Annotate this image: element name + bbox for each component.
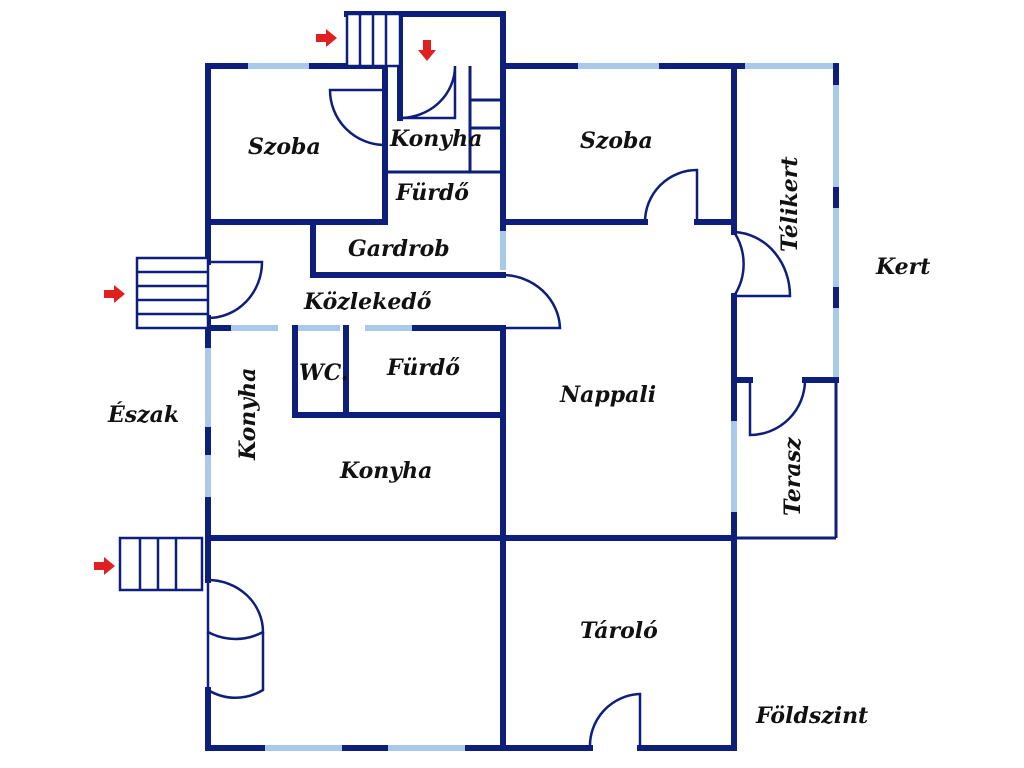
door-swing-icon	[206, 65, 807, 749]
room-label-kozlekedo: Közlekedő	[303, 289, 432, 315]
room-label-telikert: Télikert	[777, 156, 803, 252]
room-label-konyha-top: Konyha	[389, 126, 482, 152]
room-label-furdo-top: Fürdő	[395, 180, 469, 206]
garden-label: Kert	[875, 254, 930, 280]
room-label-konyha-main: Konyha	[339, 458, 432, 484]
room-label-terasz: Terasz	[780, 437, 806, 516]
walls	[205, 11, 839, 751]
room-label-wc: WC.	[299, 360, 349, 386]
room-label-szoba-left: Szoba	[248, 134, 321, 160]
room-label-szoba-right: Szoba	[580, 128, 653, 154]
windows	[205, 63, 839, 751]
room-label-konyha-side: Konyha	[235, 368, 261, 461]
stairs-icon	[118, 12, 402, 592]
room-label-furdo-mid: Fürdő	[386, 355, 460, 381]
compass-label: Észak	[107, 401, 179, 428]
entrance-arrow-icon	[94, 29, 436, 575]
floor-label: Földszint	[755, 703, 868, 729]
room-label-gardrob: Gardrob	[348, 236, 450, 262]
room-label-tarolo: Tároló	[580, 618, 658, 644]
room-label-nappali: Nappali	[559, 382, 656, 408]
